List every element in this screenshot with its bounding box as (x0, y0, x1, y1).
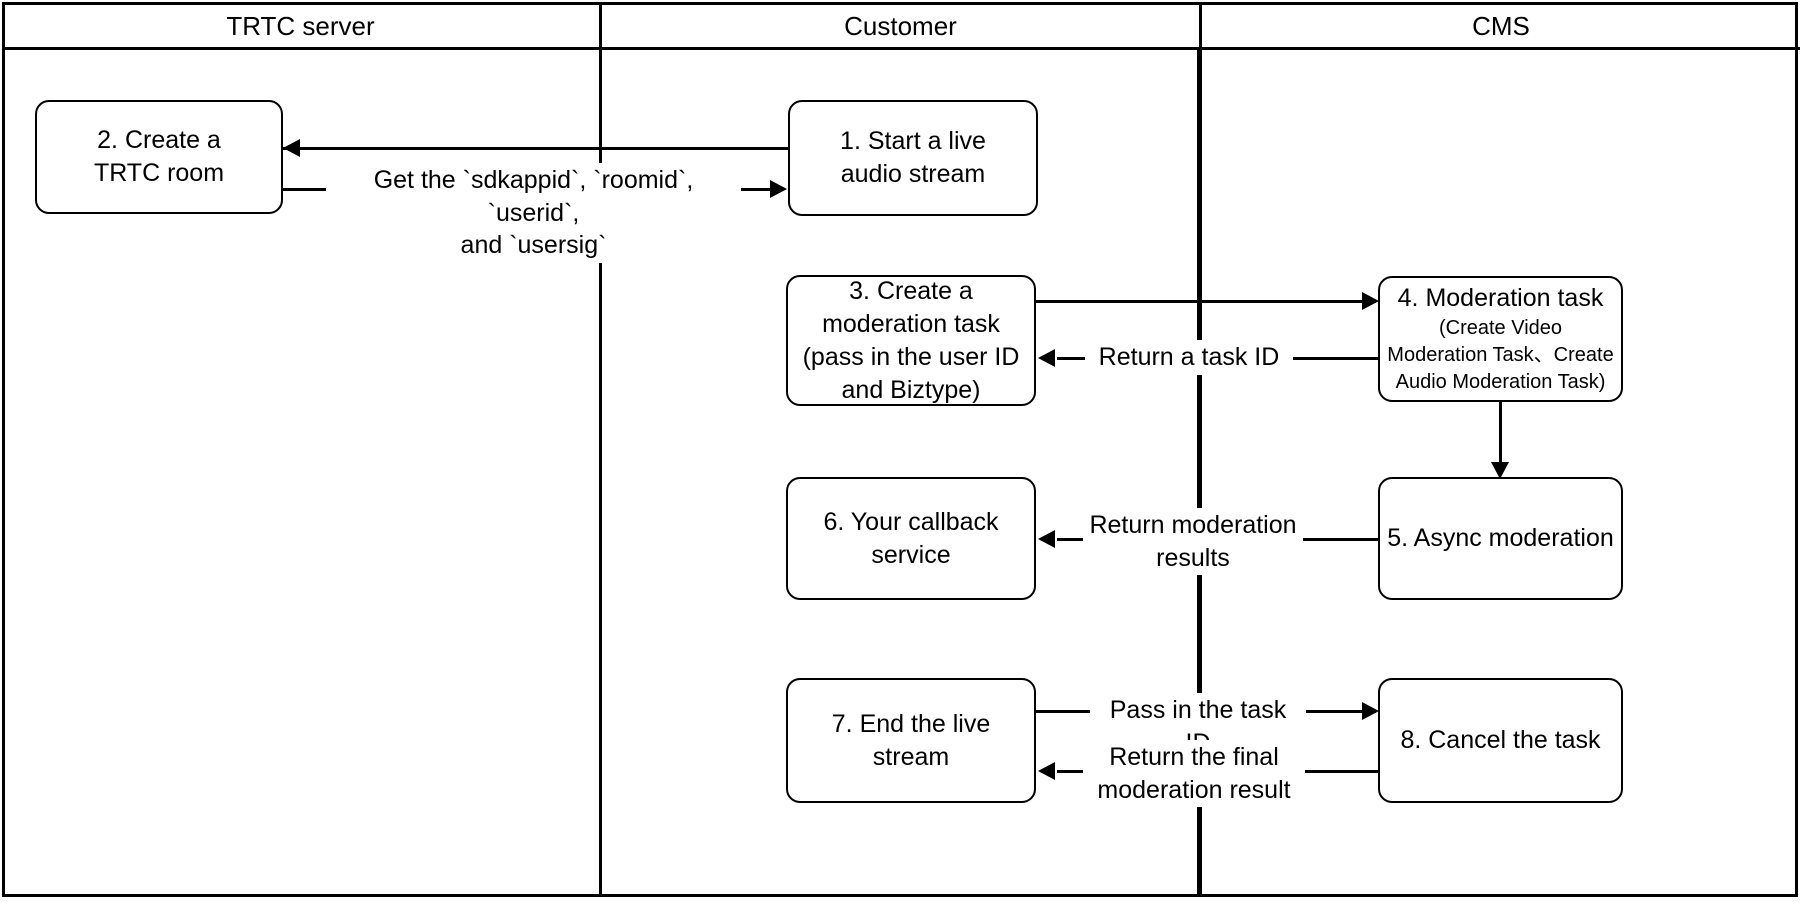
edge-label-return-task-id: Return a task ID (1085, 340, 1293, 375)
connector-7-to-8-left-stub (1036, 710, 1092, 713)
node-step-2[interactable]: 2. Create a TRTC room (35, 100, 283, 214)
connector-4-to-3-right-stub (1290, 357, 1378, 360)
arrowhead-5-to-6 (1038, 530, 1055, 548)
node-step-4-sub3: Audio Moderation Task) (1395, 370, 1606, 393)
node-step-4-sub2: Moderation Task、Create (1387, 344, 1614, 367)
node-step-4-sub1: (Create Video (1438, 317, 1563, 340)
node-step-7-line2: stream (872, 742, 950, 771)
node-step-3[interactable]: 3. Create a moderation task (pass in the… (786, 275, 1036, 406)
node-step-1-line1: 1. Start a live (840, 127, 986, 155)
node-step-3-line4: and Biztype) (841, 375, 981, 404)
connector-4-to-3-left-stub (1057, 357, 1087, 360)
edge-label-line1: Return a task ID (1098, 343, 1280, 371)
connector-1-to-2-lower-right-stub (738, 188, 778, 191)
edge-label-line2: moderation result (1097, 775, 1291, 804)
connector-5-to-6-right-stub (1300, 538, 1380, 541)
connector-3-to-4 (1036, 300, 1376, 303)
node-step-7-line1: 7. End the live (831, 709, 991, 738)
connector-1-to-2-lower-left-stub (283, 188, 329, 191)
connector-4-to-5 (1499, 402, 1502, 470)
node-step-1[interactable]: 1. Start a live audio stream (788, 100, 1038, 216)
node-step-8-line1: 8. Cancel the task (1400, 726, 1601, 754)
node-step-1-line2: audio stream (840, 160, 986, 188)
arrowhead-3-to-4 (1362, 292, 1379, 310)
arrowhead-1-to-2 (283, 139, 300, 157)
node-step-3-line2: moderation task (822, 309, 1000, 338)
cms-lifeline (1197, 50, 1199, 895)
lane-divider-customer-cms (1199, 2, 1202, 897)
edge-label-get-credentials: Get the `sdkappid`, `roomid`, `userid`, … (326, 163, 741, 263)
edge-label-line1: Return the final (1109, 743, 1279, 771)
arrowhead-7-to-8 (1362, 702, 1379, 720)
connector-8-to-7-left-stub (1057, 770, 1087, 773)
edge-label-return-final-moderation-result: Return the final moderation result (1083, 740, 1305, 807)
arrowhead-8-to-7 (1038, 762, 1055, 780)
lane-header-rule (2, 47, 1800, 50)
node-step-4-line1: 4. Moderation task (1397, 284, 1604, 313)
lane-header-customer: Customer (844, 11, 957, 41)
arrowhead-4-to-3 (1038, 349, 1055, 367)
node-step-6[interactable]: 6. Your callback service (786, 477, 1036, 600)
connector-8-to-7-right-stub (1300, 770, 1380, 773)
connector-5-to-6-left-stub (1057, 538, 1087, 541)
edge-label-line2: results (1156, 543, 1230, 572)
node-step-2-line2: TRTC room (93, 159, 225, 187)
edge-label-return-moderation-results: Return moderation results (1083, 508, 1303, 575)
node-step-5-line1: 5. Async moderation (1387, 524, 1614, 552)
node-step-8[interactable]: 8. Cancel the task (1378, 678, 1623, 803)
node-step-3-line1: 3. Create a (849, 276, 973, 305)
node-step-5[interactable]: 5. Async moderation (1378, 477, 1623, 600)
node-step-7[interactable]: 7. End the live stream (786, 678, 1036, 803)
connector-7-to-8-right-stub (1304, 710, 1376, 713)
node-step-4[interactable]: 4. Moderation task (Create Video Moderat… (1378, 276, 1623, 402)
arrowhead-to-step-1 (770, 180, 787, 198)
edge-label-line1: Return moderation (1089, 511, 1297, 539)
arrowhead-4-to-5 (1491, 462, 1509, 479)
node-step-6-line1: 6. Your callback (823, 507, 999, 536)
lane-header-trtc-server: TRTC server (226, 11, 375, 41)
connector-1-to-2-upper (283, 147, 1018, 150)
edge-label-line1: Get the `sdkappid`, `roomid`, `userid`, (373, 166, 694, 227)
lane-header-cms: CMS (1472, 11, 1530, 41)
lane-divider-trtc-customer (599, 2, 602, 897)
node-step-2-line1: 2. Create a (97, 126, 221, 154)
node-step-6-line2: service (871, 540, 951, 569)
node-step-3-line3: (pass in the user ID (802, 342, 1020, 371)
edge-label-line2: and `usersig` (460, 231, 607, 259)
